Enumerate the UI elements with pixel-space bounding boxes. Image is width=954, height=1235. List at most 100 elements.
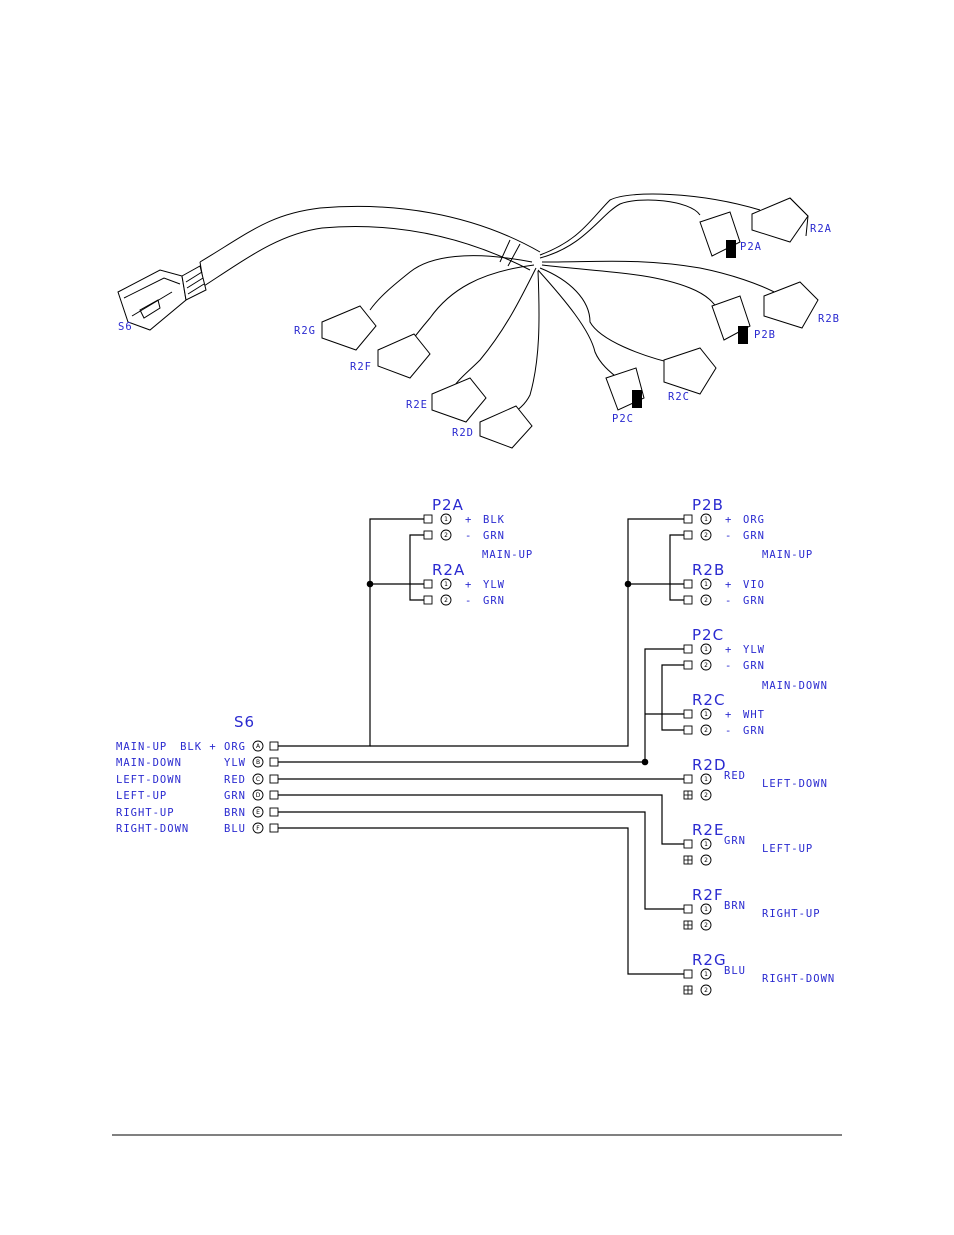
s6-pin-circle xyxy=(252,806,264,818)
s6-row-function: MAIN-DOWN xyxy=(116,757,182,769)
connector-r2g-header: R2G xyxy=(692,951,727,969)
connector-r2c-pin-color: WHT xyxy=(743,709,765,721)
connector-r2g-pin-number: 1 xyxy=(704,971,708,978)
connector-p2a-pin-number: 1 xyxy=(444,516,448,523)
connector-r2f-terminal xyxy=(683,904,693,914)
connector-p2a-pin-sign: - xyxy=(465,530,472,542)
connector-r2a-pin-sign: + xyxy=(465,579,472,591)
connector-r2a-terminal xyxy=(423,595,433,605)
connector-r2b-pin-sign: - xyxy=(725,595,732,607)
s6-row: MAIN-DOWN YLW B xyxy=(116,756,279,769)
s6-terminal xyxy=(269,757,279,767)
connector-p2a-terminal xyxy=(423,514,433,524)
s6-row: LEFT-UP GRN D xyxy=(116,789,279,802)
harness-branches xyxy=(369,193,781,416)
harness-illustration: S6 R2A P2A R2B P2B R2C P2C R2G R2F R2E R… xyxy=(117,193,840,449)
group-b-function: MAIN-UP xyxy=(762,549,813,561)
connector-r2g: R2G 1 BLU 2 xyxy=(683,951,746,996)
s6-pin-circle xyxy=(252,789,264,801)
r2f-label: R2F xyxy=(350,361,372,373)
connector-r2c-pin-circle xyxy=(700,724,712,736)
connector-p2a-pin-sign: + xyxy=(465,514,472,526)
connector-r2a-pin-color: GRN xyxy=(483,595,505,607)
connector-r2a-pin-circle xyxy=(440,594,452,606)
connector-r2f-pin-color: BRN xyxy=(724,900,746,912)
connector-r2e-pin-circle xyxy=(700,854,712,866)
connector-p2c-pin-circle xyxy=(700,643,712,655)
s6-pin-letter: B xyxy=(256,759,260,766)
s6-terminal xyxy=(269,823,279,833)
connector-p2c-pin-number: 2 xyxy=(704,662,708,669)
connector-r2d-pin-circle xyxy=(700,773,712,785)
connector-r2g-pin-number: 2 xyxy=(704,987,708,994)
connector-p2a-header: P2A xyxy=(432,496,464,514)
connector-p2a-pin-circle xyxy=(440,513,452,525)
connector-r2e-header: R2E xyxy=(692,821,724,839)
connector-r2d-pin-color: RED xyxy=(724,770,746,782)
connector-r2c-pin-number: 1 xyxy=(704,711,708,718)
connector-r2b-pin-circle xyxy=(700,594,712,606)
connector-r2b-pin-sign: + xyxy=(725,579,732,591)
connector-r2f-pin-number: 1 xyxy=(704,906,708,913)
s6-terminal xyxy=(269,807,279,817)
connector-p2b-pin-color: GRN xyxy=(743,530,765,542)
connector-r2c-pin-number: 2 xyxy=(704,727,708,734)
connector-r2a-pin-number: 1 xyxy=(444,581,448,588)
r2d-label: R2D xyxy=(452,427,474,439)
connector-r2b-pin-color: VIO xyxy=(743,579,765,591)
s6-row-function: MAIN-UP xyxy=(116,741,167,753)
connector-p2b-terminal xyxy=(683,514,693,524)
connector-r2b-terminal xyxy=(683,595,693,605)
r2b-label: R2B xyxy=(818,313,840,325)
s6-terminal xyxy=(269,774,279,784)
s6-pin-letter: F xyxy=(256,825,260,832)
connector-r2c-pin-color: GRN xyxy=(743,725,765,737)
connector-p2b-pin-sign: - xyxy=(725,530,732,542)
connector-p2c-pin-color: GRN xyxy=(743,660,765,672)
connector-r2b-terminal xyxy=(683,579,693,589)
connector-r2g-pin-circle xyxy=(700,968,712,980)
connector-r2g-pin-circle xyxy=(700,984,712,996)
connector-pin-lists: P2A1+BLK2-GRNR2A1+YLW2-GRNP2B1+ORG2-GRNR… xyxy=(423,496,765,996)
s6-pin-letter: E xyxy=(256,809,260,816)
s6-pin-letter: C xyxy=(256,776,260,783)
connector-r2b-pin-color: GRN xyxy=(743,595,765,607)
connector-r2c-terminal xyxy=(683,709,693,719)
connector-r2d-pin-circle xyxy=(700,789,712,801)
r2e-label: R2E xyxy=(406,399,428,411)
connector-r2c-pin-sign: - xyxy=(725,725,732,737)
r2e-function: LEFT-UP xyxy=(762,843,813,855)
connector-r2g-pin-color: BLU xyxy=(724,965,746,977)
s6-row-color: YLW xyxy=(224,757,246,769)
group-a-function: MAIN-UP xyxy=(482,549,533,561)
s6-row-function: LEFT-UP xyxy=(116,790,167,802)
connector-p2c-header: P2C xyxy=(692,626,724,644)
connector-p2b-pin-sign: + xyxy=(725,514,732,526)
r2a-label: R2A xyxy=(810,223,832,235)
connector-p2c-pin-circle xyxy=(700,659,712,671)
connector-r2a-pin-number: 2 xyxy=(444,597,448,604)
harness-plugs xyxy=(321,197,819,449)
p2a-label: P2A xyxy=(740,241,762,253)
connector-p2b-header: P2B xyxy=(692,496,724,514)
connector-r2b-pin-number: 1 xyxy=(704,581,708,588)
connector-r2f-pin-circle xyxy=(700,919,712,931)
s6-pin-letter: D xyxy=(256,792,261,799)
connector-r2c-terminal xyxy=(683,725,693,735)
s6-row-color: BLU xyxy=(224,823,246,835)
s6-row-color: GRN xyxy=(224,790,246,802)
connector-p2a-terminal xyxy=(423,530,433,540)
group-c-function: MAIN-DOWN xyxy=(762,680,828,692)
s6-pin-circle xyxy=(252,773,264,785)
schematic-wires xyxy=(278,518,688,975)
connector-p2b-pin-circle xyxy=(700,513,712,525)
